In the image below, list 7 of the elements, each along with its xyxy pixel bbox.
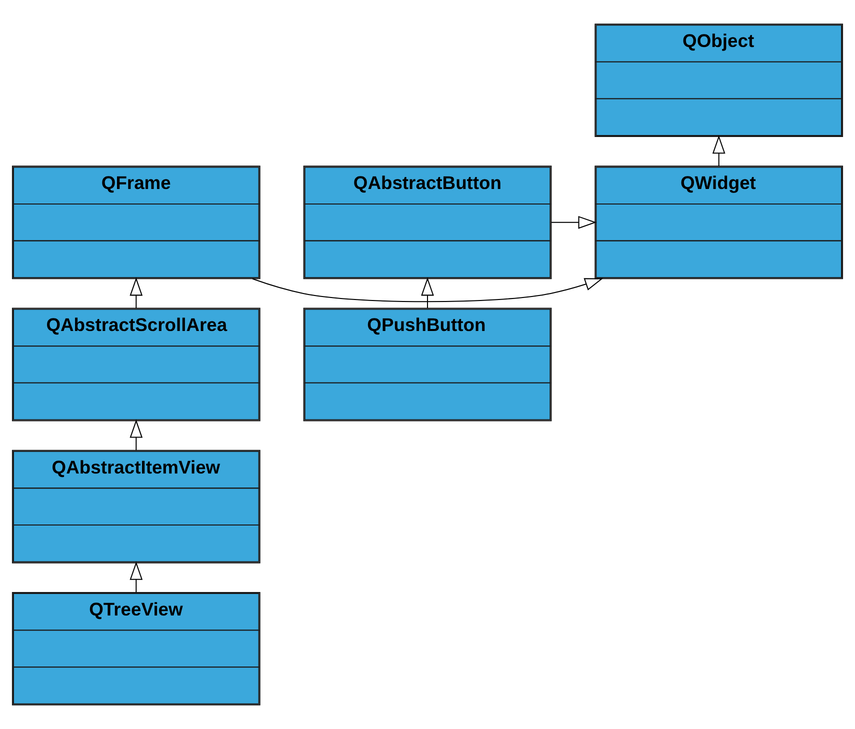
arrow [551,216,597,229]
arrow [712,135,726,166]
arrow [130,561,143,592]
arrow [130,419,143,450]
arrow [421,277,434,308]
arrow [130,277,143,308]
arrow [252,278,604,302]
